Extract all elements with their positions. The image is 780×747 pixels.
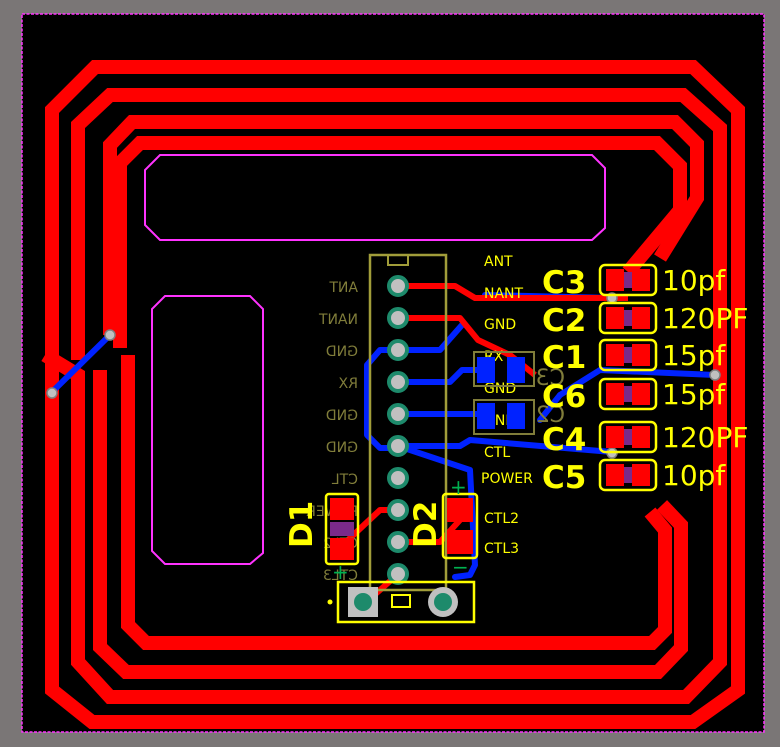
board-outline [21, 13, 765, 733]
header-right-label: CTL2 [484, 511, 519, 527]
connector-hole-2 [434, 593, 452, 611]
capacitor-ref: C3 [542, 265, 586, 301]
capacitor-c4[interactable]: C4 120PF [542, 420, 748, 458]
header-right-label: GND [484, 381, 516, 397]
header-left-label: RX [338, 376, 358, 392]
diode-d2-ref: D2 [408, 501, 444, 548]
capacitor-c5[interactable]: C5 10pf [542, 458, 726, 496]
capacitor-value: 15pf [662, 378, 726, 411]
header-right-label: CTL3 [484, 541, 519, 557]
header-left-label: GND [326, 408, 358, 424]
connector-mark [391, 594, 411, 608]
header-right-label: CTL [484, 445, 510, 461]
header-left-label: GND [326, 440, 358, 456]
capacitor-c2[interactable]: C2 120PF [542, 301, 748, 339]
antenna-coil [41, 60, 745, 729]
header-left-label: CTL3 [323, 568, 358, 584]
header-left-label: ANT [329, 280, 358, 296]
capacitor-value: 10pf [662, 264, 726, 297]
capacitor-ref: C2 [542, 303, 586, 339]
d2-plus: + [450, 475, 467, 499]
bottom-ref-c3: C3 [536, 366, 565, 391]
capacitor-ref: C6 [542, 379, 586, 415]
capacitor-value: 10pf [662, 459, 726, 492]
keepout-left [151, 295, 264, 565]
header-pins [387, 275, 409, 585]
bottom-ref-c2: C2 [536, 403, 565, 428]
header-key [387, 254, 409, 266]
diode-d1[interactable] [324, 492, 360, 566]
capacitor-ref: C5 [542, 460, 586, 496]
header-left-label: CTL [332, 472, 358, 488]
keepout-top [144, 154, 606, 241]
bottom-smd-pads [473, 351, 535, 435]
header-right-label: POWER [481, 471, 533, 487]
capacitor-c6[interactable]: C6 15pf [542, 377, 726, 415]
capacitor-value: 120PF [662, 421, 748, 454]
capacitor-value: 120PF [662, 302, 748, 335]
pin1-dot [327, 599, 333, 605]
diode-d1-ref: D1 [284, 501, 320, 548]
header-right-label: ANT [484, 254, 513, 270]
capacitor-ref: C1 [542, 340, 586, 376]
d1-plus: + [332, 560, 349, 584]
power-connector[interactable] [336, 580, 476, 624]
header-right-label: GND [484, 317, 516, 333]
capacitor-c1[interactable]: C1 15pf [542, 338, 726, 376]
header-left-label: NANT [318, 312, 358, 328]
connector-hole-1 [354, 593, 372, 611]
capacitor-c3[interactable]: C3 10pf [542, 263, 726, 301]
capacitor-value: 15pf [662, 339, 726, 372]
diode-d2[interactable] [441, 492, 479, 560]
header-left-label: GND [326, 344, 358, 360]
capacitor-ref: C4 [542, 422, 586, 458]
header-right-label: NANT [484, 286, 524, 302]
d2-minus: − [452, 555, 469, 579]
